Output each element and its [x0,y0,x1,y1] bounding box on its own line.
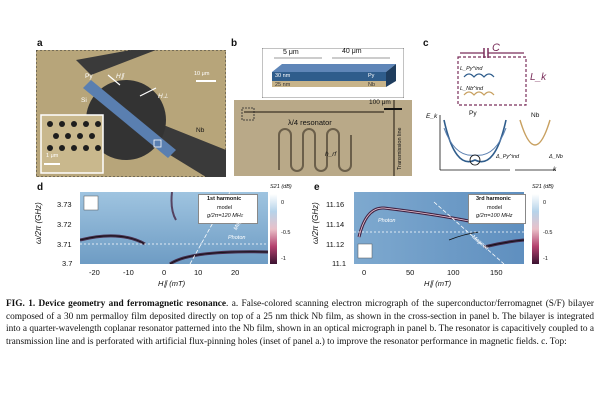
panel-d-label: d [37,182,44,193]
panel-b-resonator-label: λ/4 resonator [288,118,332,127]
panel-d-xtick-3: 10 [194,268,203,277]
panel-d-ytick-2: 3.71 [57,240,72,249]
panel-e-cbar-0: 0 [543,200,547,206]
panel-e-xtick-0: 0 [362,268,367,277]
panel-e-ytick-2: 11.12 [326,240,345,249]
panel-c-cap: C [492,42,500,54]
panel-b-resonator-image [234,100,412,176]
panel-a-si-label: Si [81,97,87,104]
panel-c-bands [439,115,556,171]
panel-d-ytick-0: 3.73 [57,200,72,209]
panel-e-ylabel: ω/2π (GHz) [311,202,320,244]
panel-c-ind: L_k [530,72,547,83]
panel-e-label: e [314,182,320,193]
panel-c-k: k [553,166,557,173]
panel-b-nb-thickness: 25 nm [275,82,291,88]
panel-a-hperp-label: H⊥ [158,93,169,100]
panel-e-cbar-2: -1 [543,256,548,262]
panel-d-xtick-2: 0 [162,268,167,277]
panel-b-dim-b: 40 μm [342,48,362,55]
panel-c-lind-py: L_Py^ind [460,66,483,72]
panel-b-field-label: h_rf [325,151,337,158]
panel-a-micrograph [36,50,226,177]
panel-b-transmission-label: Transmission line [397,127,403,170]
panel-d-ytick-3: 3.7 [62,259,73,268]
panel-b-py-thickness: 30 nm [275,73,291,79]
panel-e-legend: 3rd harmonic model g/2π=100 MHz [468,194,526,224]
panel-d-xtick-0: -20 [89,268,100,277]
panel-d-xtick-4: 20 [231,268,240,277]
panel-e-ytick-3: 11.1 [332,259,347,268]
panel-c-ek: E_k [426,113,438,120]
figure-caption: FIG. 1. Device geometry and ferromagneti… [6,298,594,348]
panel-e-xtick-1: 50 [406,268,415,277]
panel-b-label: b [231,38,238,49]
panel-a-hpar-label: H∥ [116,73,124,80]
panel-b-py-name: Py [368,73,375,79]
panel-c-circuit [457,48,527,106]
panel-d-cbar-0: 0 [281,200,285,206]
panel-b-nb-name: Nb [368,82,376,88]
panel-e-coupling: g/2π=100 MHz [476,213,513,219]
panel-a-nb-label: Nb [196,127,205,134]
panel-e-ytick-1: 11.14 [326,220,345,229]
panel-a-scalebar-inset: 1 μm [46,153,59,159]
caption-body: . a. False-colored scanning electron mic… [6,299,594,347]
panel-e-xtick-3: 150 [490,268,503,277]
panel-d-model: model [217,205,232,211]
panel-e-cbar-title: S21 (dB) [532,184,554,190]
panel-d-ylabel: ω/2π (GHz) [34,202,43,244]
panel-e-harmonic: 3rd harmonic [476,196,511,202]
panel-e-xtick-2: 100 [447,268,460,277]
panel-d-colorbar [270,194,277,264]
panel-a-scalebar-main: 10 μm [194,71,210,77]
panel-a-label: a [37,38,43,49]
panel-e-photon: Photon [378,218,396,224]
panel-d-cbar-1: -0.5 [281,230,291,236]
panel-c-delta-nb: Δ_Nb [549,154,563,160]
panel-d-photon: Photon [228,235,246,241]
panel-a-py-label: Py [85,73,93,80]
panel-e-ytick-0: 11.16 [326,200,345,209]
panel-b-scalebar: 100 μm [369,99,391,106]
panel-e-xlabel: H∥ (mT) [424,279,452,288]
panel-e-colorbar [532,194,539,264]
panel-b-dim-a: 5 μm [283,49,299,56]
panel-d-xlabel: H∥ (mT) [158,279,186,288]
panel-d-xtick-1: -10 [123,268,134,277]
panel-d-harmonic: 1st harmonic [207,196,242,202]
panel-c-lind-nb: L_Nb^ind [460,86,484,92]
panel-c-delta-py: Δ_Py^ind [496,154,520,160]
caption-title: FIG. 1. Device geometry and ferromagneti… [6,299,227,309]
panel-d-ytick-1: 3.72 [57,220,72,229]
panel-d-coupling: g/2π=120 MHz [207,213,244,219]
panel-c-py: Py [469,110,477,117]
panel-b-crosssection [262,48,404,98]
panel-d-legend: 1st harmonic model g/2π=120 MHz [198,194,258,224]
panel-c-label: c [423,38,429,49]
panel-d-cbar-2: -1 [281,256,286,262]
panel-d-cbar-title: S21 (dB) [270,184,292,190]
panel-e-model: model [487,205,502,211]
panel-c-nb: Nb [531,112,540,119]
panel-e-cbar-1: -0.5 [543,230,553,236]
